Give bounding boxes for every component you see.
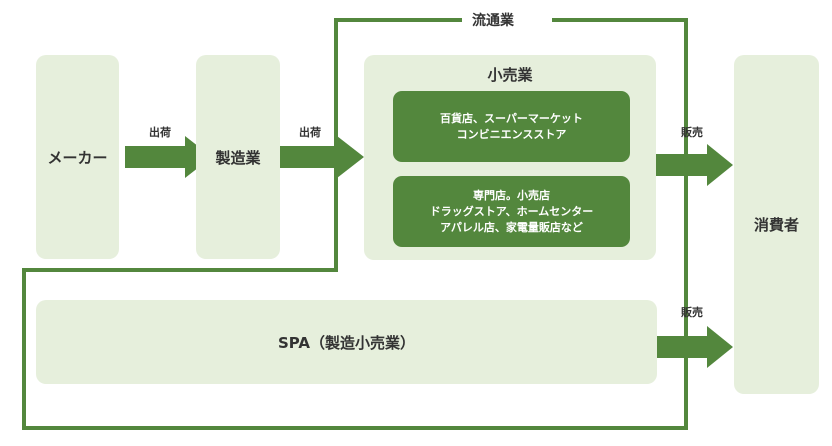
distribution-border (22, 18, 688, 430)
store-type-specialty-stores: 専門店。小売店 ドラッグストア、ホームセンター アパレル店、家電量販店など (393, 176, 630, 247)
ship-label-2: 出荷 (299, 126, 321, 139)
store-type-1-line-1: 百貨店、スーパーマーケット (440, 111, 583, 125)
distribution-caption: 流通業 (462, 10, 524, 30)
spa-label: SPA（製造小売業） (277, 333, 416, 352)
consumer-label: 消費者 (753, 216, 799, 234)
store-type-2-line-1: 専門店。小売店 (473, 188, 550, 202)
sell-label-1: 販売 (681, 126, 703, 139)
maker-label: メーカー (47, 148, 108, 167)
spa-box: SPA（製造小売業） (36, 300, 657, 384)
consumer-box: 消費者 (734, 55, 819, 394)
ship-label-1: 出荷 (149, 126, 171, 139)
manufacturer-label: 製造業 (215, 148, 261, 167)
maker-box: メーカー (36, 55, 119, 259)
arrow-retail-to-consumer (646, 144, 733, 186)
arrow-maker-to-manufacturer (125, 136, 212, 178)
store-type-1-line-2: コンビニエンスストア (456, 127, 567, 141)
store-type-2-line-3: アパレル店、家電量販店など (440, 220, 583, 234)
store-type-department-supermarket: 百貨店、スーパーマーケット コンビニエンスストア (393, 91, 630, 162)
retail-title: 小売業 (487, 66, 533, 84)
manufacturer-box: 製造業 (196, 55, 280, 259)
sell-label-2: 販売 (681, 306, 703, 319)
arrow-manufacturer-to-retail (276, 136, 364, 178)
store-type-2-line-2: ドラッグストア、ホームセンター (429, 204, 594, 218)
arrow-spa-to-consumer (646, 326, 733, 368)
